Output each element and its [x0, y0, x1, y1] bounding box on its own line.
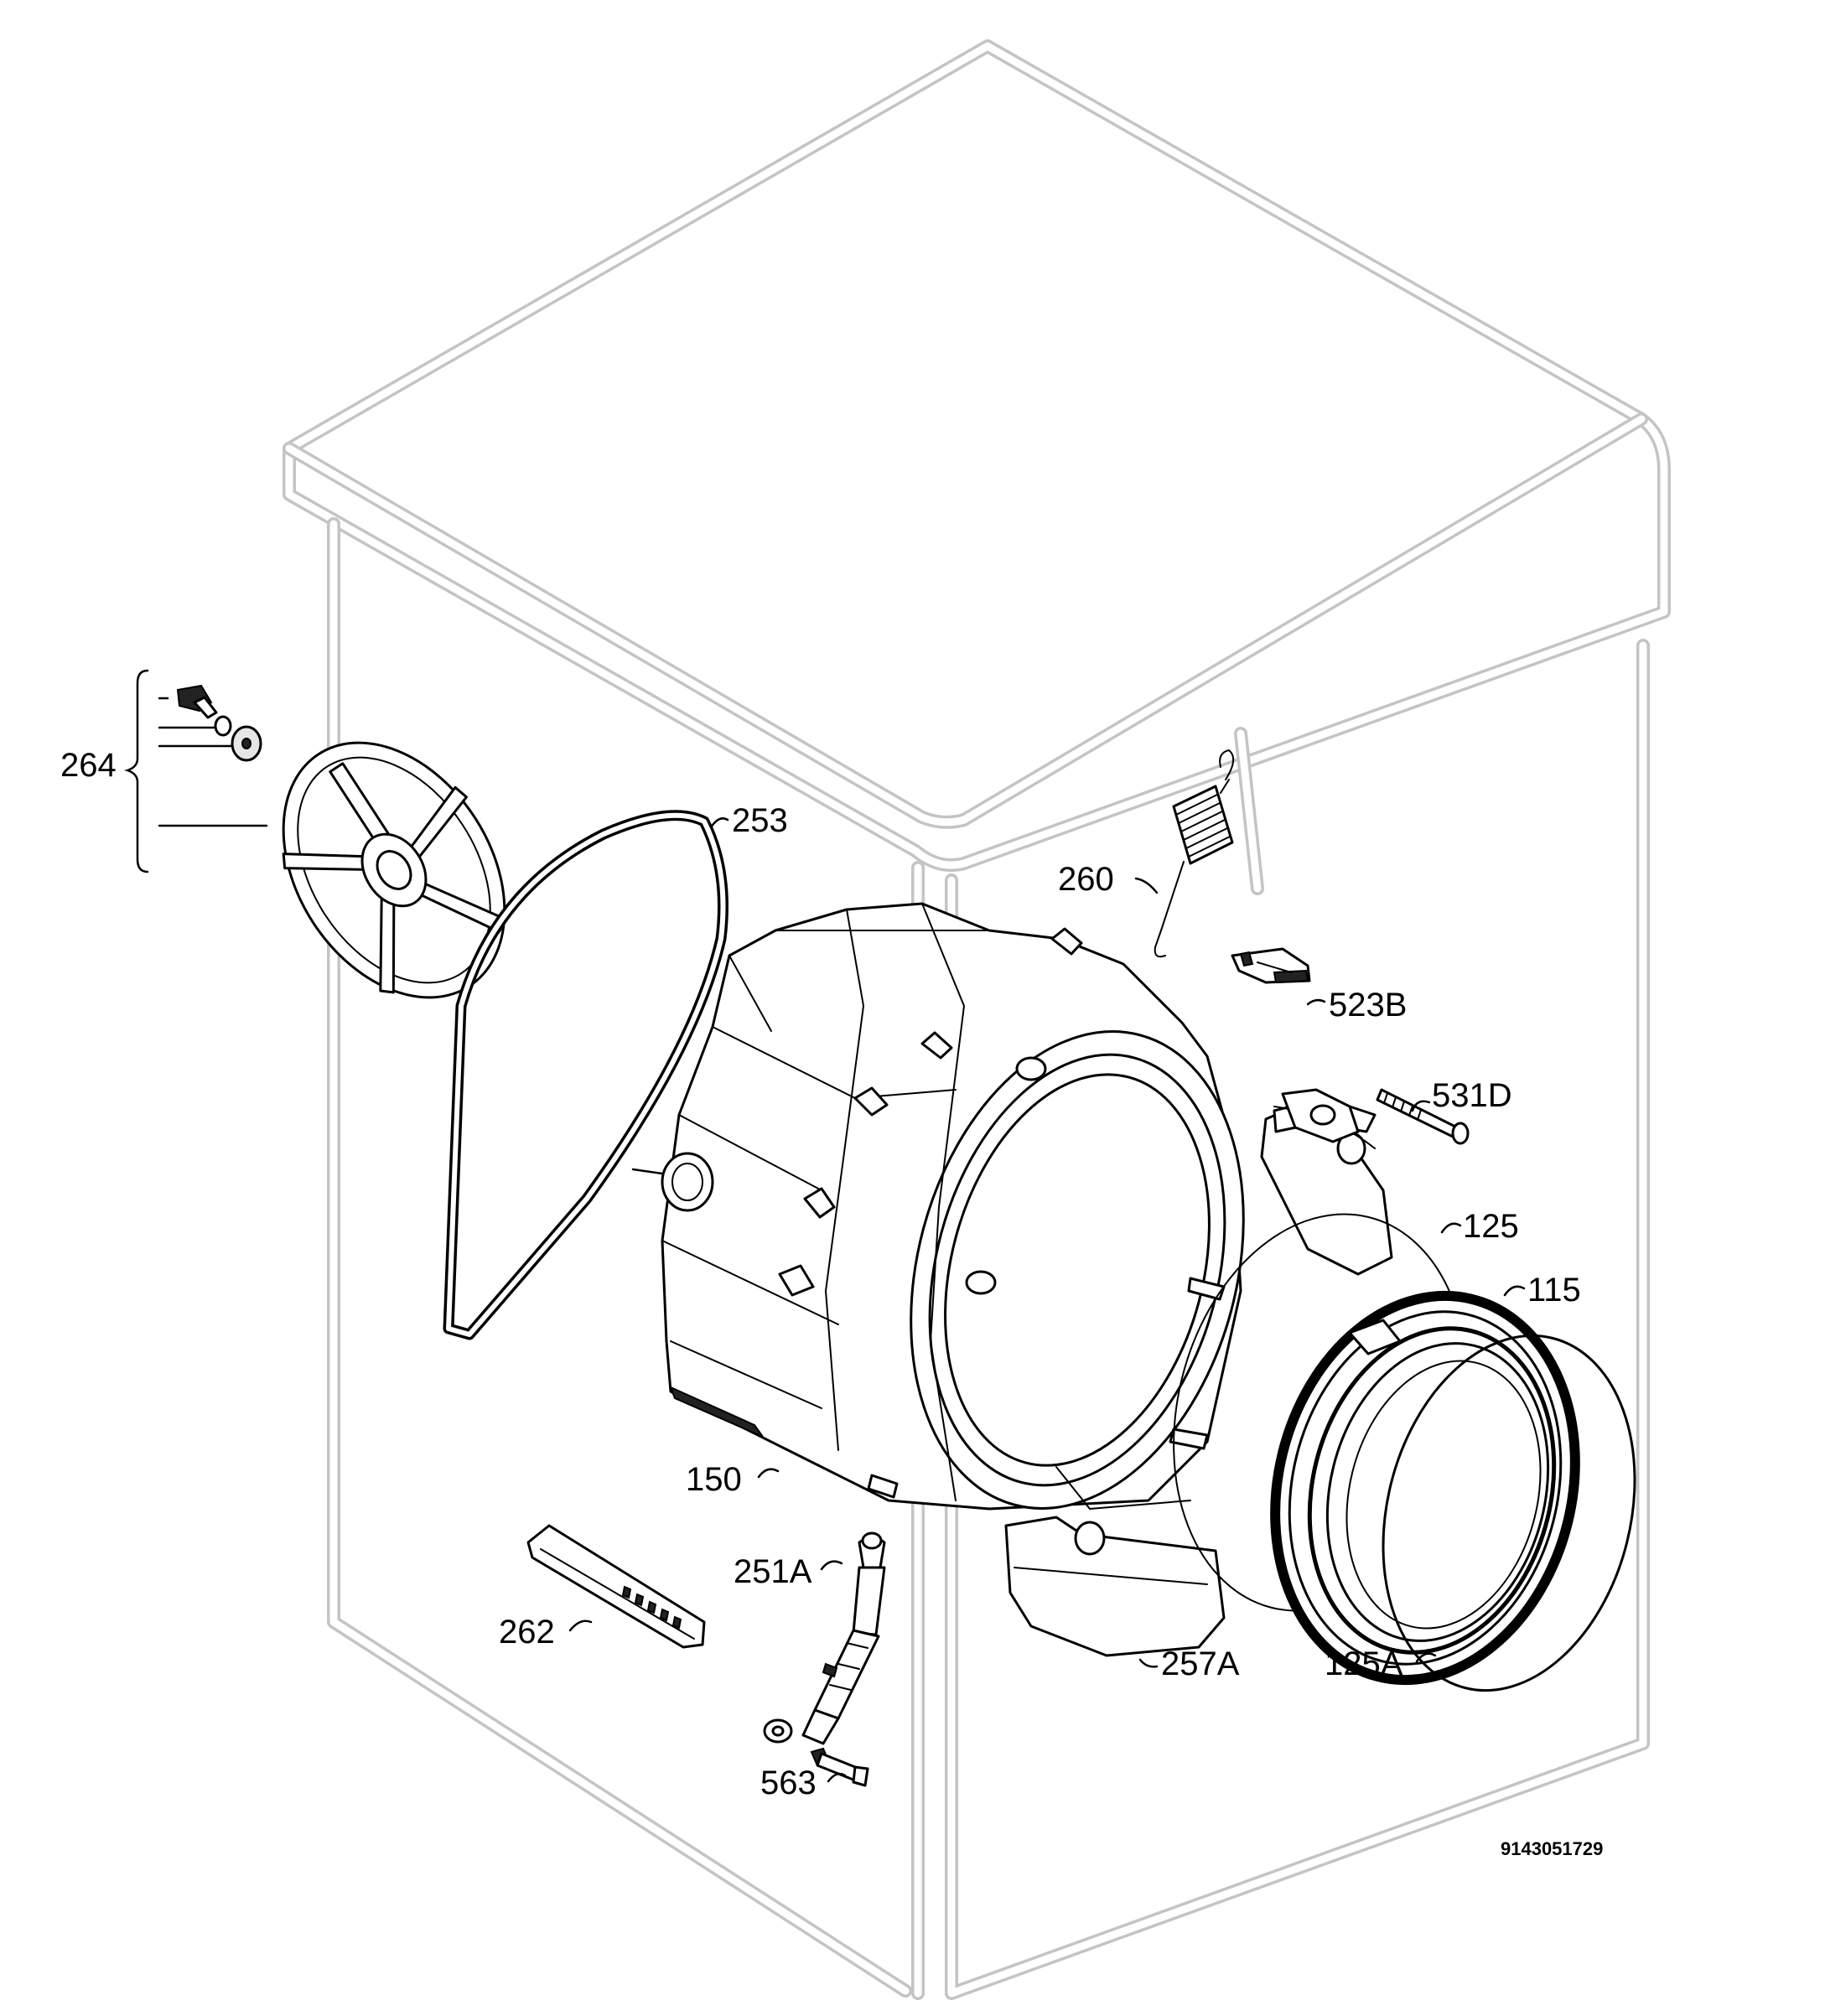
cabinet-top	[283, 39, 1671, 873]
document-number: 9143051729	[1501, 1838, 1603, 1859]
label-125[interactable]: 125	[1463, 1208, 1519, 1245]
label-264[interactable]: 264	[60, 747, 117, 784]
suspension-spring[interactable]	[1154, 749, 1235, 958]
label-531D[interactable]: 531D	[1432, 1077, 1512, 1114]
screw-531D[interactable]	[1376, 1088, 1470, 1145]
label-523B[interactable]: 523B	[1329, 987, 1407, 1024]
clip-523B[interactable]	[1231, 947, 1311, 984]
leader-lines	[568, 817, 1526, 1783]
hinge-clip	[1281, 1088, 1360, 1143]
door-seal-gasket[interactable]	[1236, 1264, 1615, 1713]
pulley-bracket-264	[124, 669, 268, 873]
label-563[interactable]: 563	[760, 1765, 817, 1801]
pulley-hardware[interactable]	[176, 684, 262, 762]
pulley-wheel[interactable]	[238, 699, 554, 1039]
tub-assembly[interactable]	[631, 902, 1294, 1546]
label-260[interactable]: 260	[1058, 861, 1114, 898]
label-115[interactable]: 115	[1527, 1272, 1581, 1309]
part-labels: 264 253 260 523B 531D 125 115 150 251A 2…	[60, 747, 1581, 1801]
drive-belt[interactable]	[443, 810, 728, 1340]
handle-262[interactable]	[526, 1524, 706, 1649]
shock-absorber[interactable]	[763, 1531, 886, 1745]
label-251A[interactable]: 251A	[734, 1553, 812, 1590]
door-clamp-ring[interactable]	[1347, 1309, 1670, 1717]
label-257A[interactable]: 257A	[1161, 1645, 1240, 1682]
pin-563[interactable]	[810, 1747, 869, 1787]
label-253[interactable]: 253	[732, 802, 788, 839]
label-262[interactable]: 262	[499, 1614, 555, 1651]
label-150[interactable]: 150	[686, 1461, 742, 1498]
label-125A[interactable]: 125A	[1325, 1645, 1403, 1682]
